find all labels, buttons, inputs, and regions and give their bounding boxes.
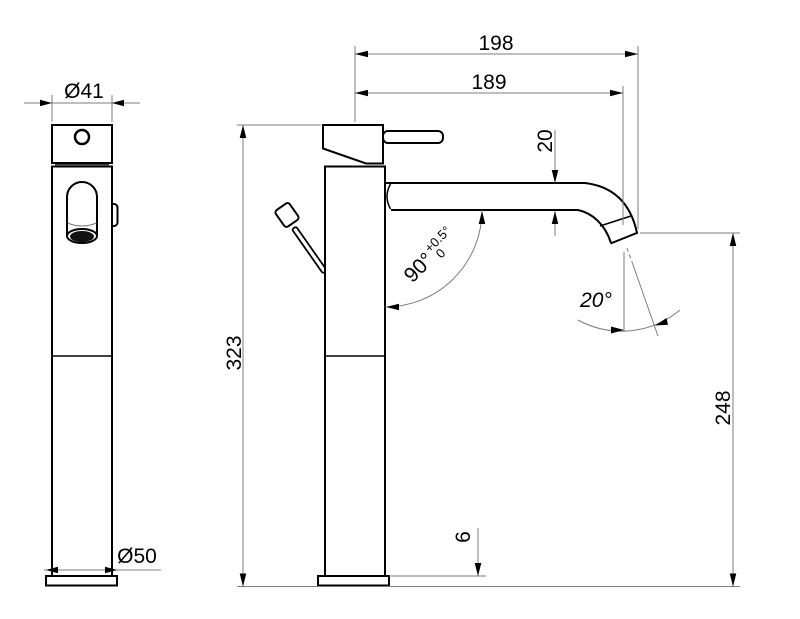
outlet-axis-dashed [626,247,633,263]
front-view [45,124,119,587]
spout-body-fillet [386,183,392,210]
popup-rod-shaft [291,226,328,274]
front-aerator-line [67,222,97,227]
front-outlet-opening [70,231,94,242]
side-base-plate [317,575,390,587]
dim-top-diameter-label: Ø41 [64,80,104,103]
spout-angle-label-group: 90° +0.5° 0 [400,223,454,287]
front-cap-screw [73,128,91,146]
dim-base-thickness-label: 6 [452,531,475,543]
dim-spout-tube-height-label: 20 [534,129,557,152]
popup-rod-knob [274,202,300,228]
front-spout-outline [66,181,98,236]
labels-layer: Ø41 Ø50 198 189 20 323 248 6 90° +0.5° 0… [64,32,735,568]
dim-outlet-height-label: 248 [712,390,735,425]
spout-inner-curve [577,209,612,244]
head-outline [322,124,384,165]
dim-base-diameter-label: Ø50 [117,545,157,568]
front-base-plate [45,575,118,587]
outlet-angle-label: 20° [579,289,612,312]
spout-angle-tol-lower: 0 [433,245,449,261]
handle-lever [382,130,444,144]
arrowheads-layer [40,50,737,587]
front-body-outline [51,165,113,577]
spout-aerator-seam [599,215,632,227]
spout-outlet-face [610,231,639,245]
angle-arc-90 [384,209,483,308]
outlet-axis-angled [631,261,659,337]
side-body-outline [324,165,386,577]
spout-outer-curve [584,182,638,234]
angle-arc-20 [577,309,681,332]
dim-total-height-label: 323 [223,335,246,370]
dim-overall-reach-label: 198 [478,32,513,55]
side-view [274,124,639,587]
dimension-lines-layer [24,46,740,587]
dim-outlet-reach-label: 189 [471,71,506,94]
